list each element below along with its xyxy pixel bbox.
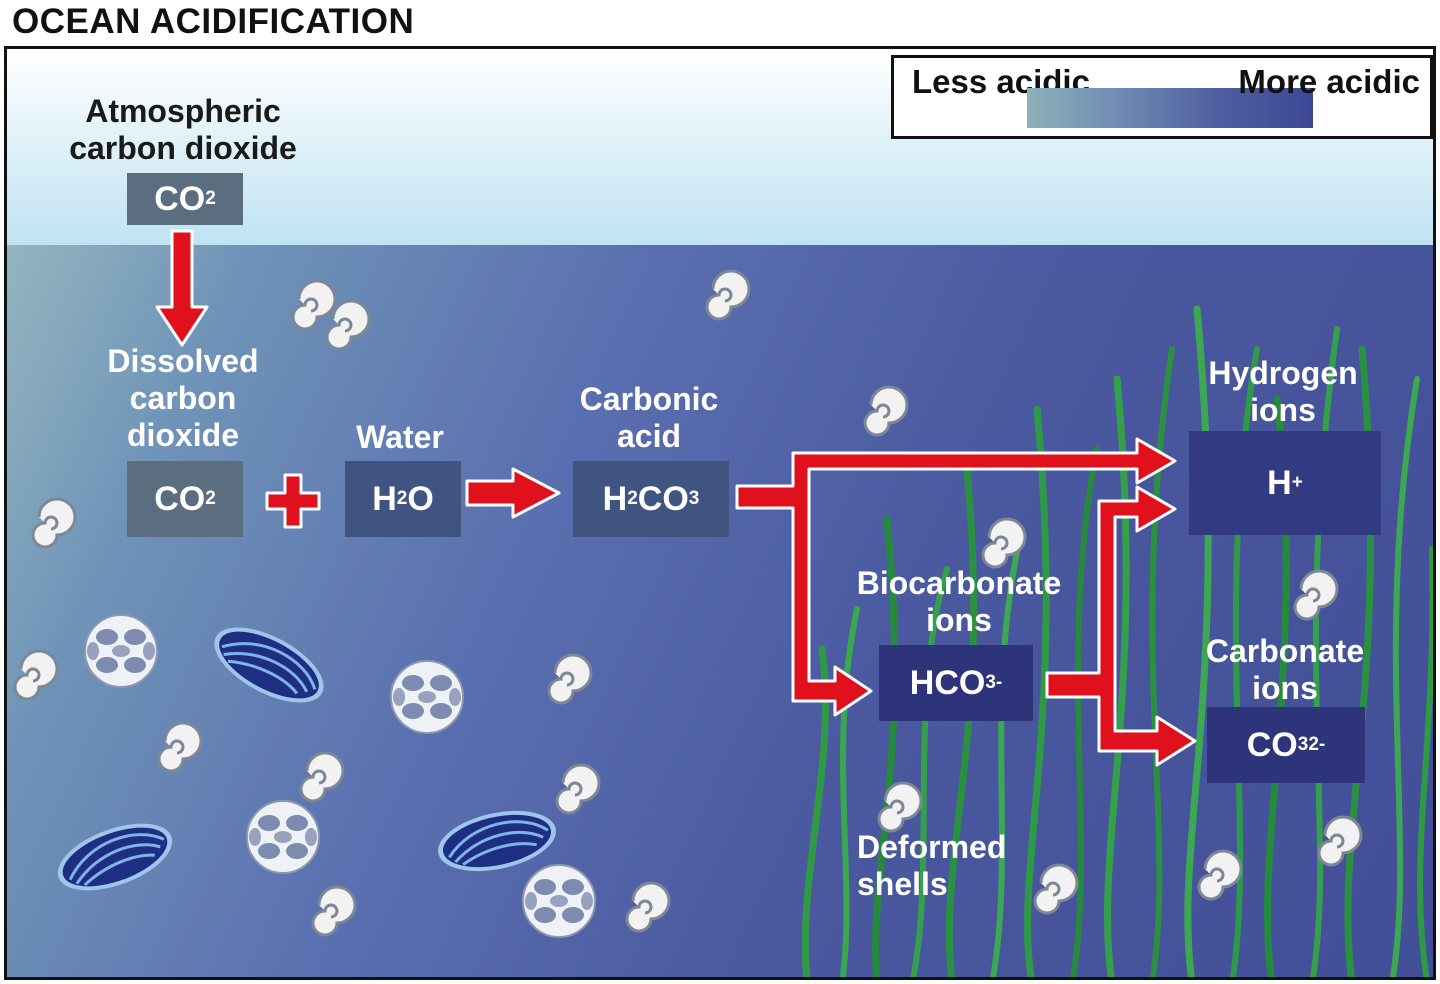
carbonate-ions-label: Carbonate ions	[1205, 633, 1365, 706]
arrow-icon	[735, 437, 1177, 717]
legend-more-label: More acidic	[1238, 63, 1420, 100]
arrow-icon	[1045, 485, 1197, 767]
plus-sign	[265, 473, 321, 529]
arrow-icon	[155, 229, 209, 347]
acidity-gradient-bar	[1027, 88, 1313, 128]
reaction-arrows	[155, 229, 1197, 767]
bicarbonate-ions-label: Biocarbonate ions	[856, 565, 1062, 638]
water-label: Water	[356, 419, 444, 455]
atmospheric-co2-label: Atmospheric carbon dioxide	[69, 93, 297, 166]
page-title: OCEAN ACIDIFICATION	[12, 2, 415, 41]
arrow-icon	[465, 467, 561, 519]
diagram-frame: Less acidic More acidic Atmospheric carb…	[4, 46, 1436, 980]
dissolved-co2-label: Dissolved carbon dioxide	[107, 343, 259, 453]
ocean-region	[7, 245, 1433, 977]
acidity-legend: Less acidic More acidic	[891, 55, 1433, 139]
carbonic-acid-label: Carbonic acid	[579, 381, 719, 454]
kelp-icon	[801, 305, 1433, 977]
hydrogen-ions-label: Hydrogen ions	[1208, 355, 1358, 428]
deformed-shells-label: Deformed shells	[857, 829, 1007, 902]
hydrogen-ions-box: H+	[1189, 431, 1381, 535]
